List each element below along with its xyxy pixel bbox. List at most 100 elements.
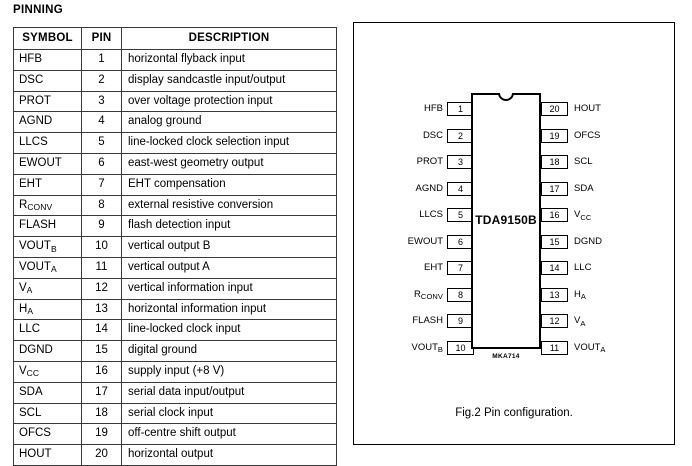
pin-label: DGND xyxy=(574,235,602,247)
pin-label: SDA xyxy=(574,182,594,194)
cell-pin-number: 17 xyxy=(81,381,122,404)
pin-number-box: 18 xyxy=(541,155,568,169)
pin-label: HA xyxy=(574,288,586,302)
pin-label: LLC xyxy=(574,262,592,273)
cell-symbol: OFCS xyxy=(13,423,82,446)
pin-number-box: 2 xyxy=(447,128,474,143)
symbol-subscript: B xyxy=(50,243,57,254)
cell-pin-number: 1 xyxy=(81,49,122,71)
package-notch-icon xyxy=(498,93,514,101)
cell-symbol: LLC xyxy=(13,319,82,342)
pin-label-subscript: A xyxy=(600,345,606,354)
cell-symbol: EHT xyxy=(13,173,82,196)
pin-label: HOUT xyxy=(574,103,601,114)
cell-description: display sandcastle input/output xyxy=(121,69,337,92)
pin-number-box: 20 xyxy=(541,102,568,116)
column-header-symbol: SYMBOL xyxy=(13,27,82,50)
device-name: TDA9150B xyxy=(475,213,537,227)
pin-row-11: 11 VOUTA xyxy=(541,340,656,355)
pin-number-box: 10 xyxy=(447,340,474,355)
pin-label-subscript: B xyxy=(437,345,443,354)
pin-label: EHT xyxy=(424,262,443,273)
pin-number-box: 19 xyxy=(541,128,568,143)
pin-label: LLCS xyxy=(419,209,443,220)
package-outline: TDA9150B xyxy=(471,93,541,349)
cell-pin-number: 7 xyxy=(81,173,122,196)
cell-pin-number: 10 xyxy=(81,236,122,258)
cell-description: EHT compensation xyxy=(121,173,337,196)
pin-number-box: 15 xyxy=(541,234,568,249)
cell-description: horizontal information input xyxy=(121,298,337,321)
cell-pin-number: 2 xyxy=(81,69,122,92)
pin-row-17: 17 SDA xyxy=(541,181,656,196)
figure-caption: Fig.2 Pin configuration. xyxy=(455,407,573,419)
page-title: PINNING xyxy=(13,4,64,16)
pin-number-box: 7 xyxy=(447,261,474,275)
symbol-subscript: A xyxy=(50,264,57,275)
pin-row-15: 15 DGND xyxy=(541,234,656,249)
cell-description: external resistive conversion xyxy=(121,194,337,217)
cell-symbol: LLCS xyxy=(13,132,82,154)
pin-number-box: 11 xyxy=(541,340,568,355)
cell-description: flash detection input xyxy=(121,215,337,238)
cell-pin-number: 15 xyxy=(81,340,122,362)
pin-number-box: 6 xyxy=(447,234,474,249)
symbol-subscript: CONV xyxy=(27,202,53,213)
pin-label: SCL xyxy=(574,156,593,167)
pin-number-box: 8 xyxy=(447,287,474,302)
pin-number-box: 12 xyxy=(541,314,568,328)
cell-description: vertical output A xyxy=(121,256,337,279)
cell-pin-number: 3 xyxy=(81,90,122,113)
cell-symbol: VOUTB xyxy=(13,236,82,258)
pin-label: DSC xyxy=(422,129,443,141)
cell-description: line-locked clock input xyxy=(121,319,337,342)
cell-description: off-centre shift output xyxy=(121,423,337,446)
pin-number-box: 1 xyxy=(447,102,474,116)
pin-row-2: 2 DSC xyxy=(374,128,474,143)
pin-row-12: 12 VA xyxy=(541,314,656,328)
cell-description: vertical information input xyxy=(121,277,337,300)
pin-label: EWOUT xyxy=(407,235,443,247)
symbol-subscript: A xyxy=(27,306,34,317)
cell-pin-number: 6 xyxy=(81,152,122,175)
cell-pin-number: 11 xyxy=(81,256,122,279)
symbol-subscript: CC xyxy=(26,368,40,379)
pin-number-box: 17 xyxy=(541,181,568,196)
cell-symbol: HFB xyxy=(13,49,82,71)
cell-description: serial clock input xyxy=(121,402,337,425)
cell-pin-number: 20 xyxy=(81,444,122,466)
pin-label: PROT xyxy=(416,156,443,167)
cell-symbol: RCONV xyxy=(13,194,82,217)
pin-label: VA xyxy=(574,315,586,328)
cell-description: horizontal flyback input xyxy=(121,49,337,71)
cell-description: supply input (+8 V) xyxy=(121,360,337,383)
cell-symbol: EWOUT xyxy=(13,152,82,175)
cell-symbol: HOUT xyxy=(13,444,82,466)
cell-description: vertical output B xyxy=(121,236,337,258)
pin-number-box: 9 xyxy=(447,314,474,328)
pin-label: VCC xyxy=(574,209,592,222)
column-header-description: DESCRIPTION xyxy=(121,27,337,50)
pin-label: VOUTA xyxy=(574,341,606,355)
cell-symbol: HA xyxy=(13,298,82,321)
cell-pin-number: 5 xyxy=(81,132,122,154)
pin-label: AGND xyxy=(415,182,443,194)
